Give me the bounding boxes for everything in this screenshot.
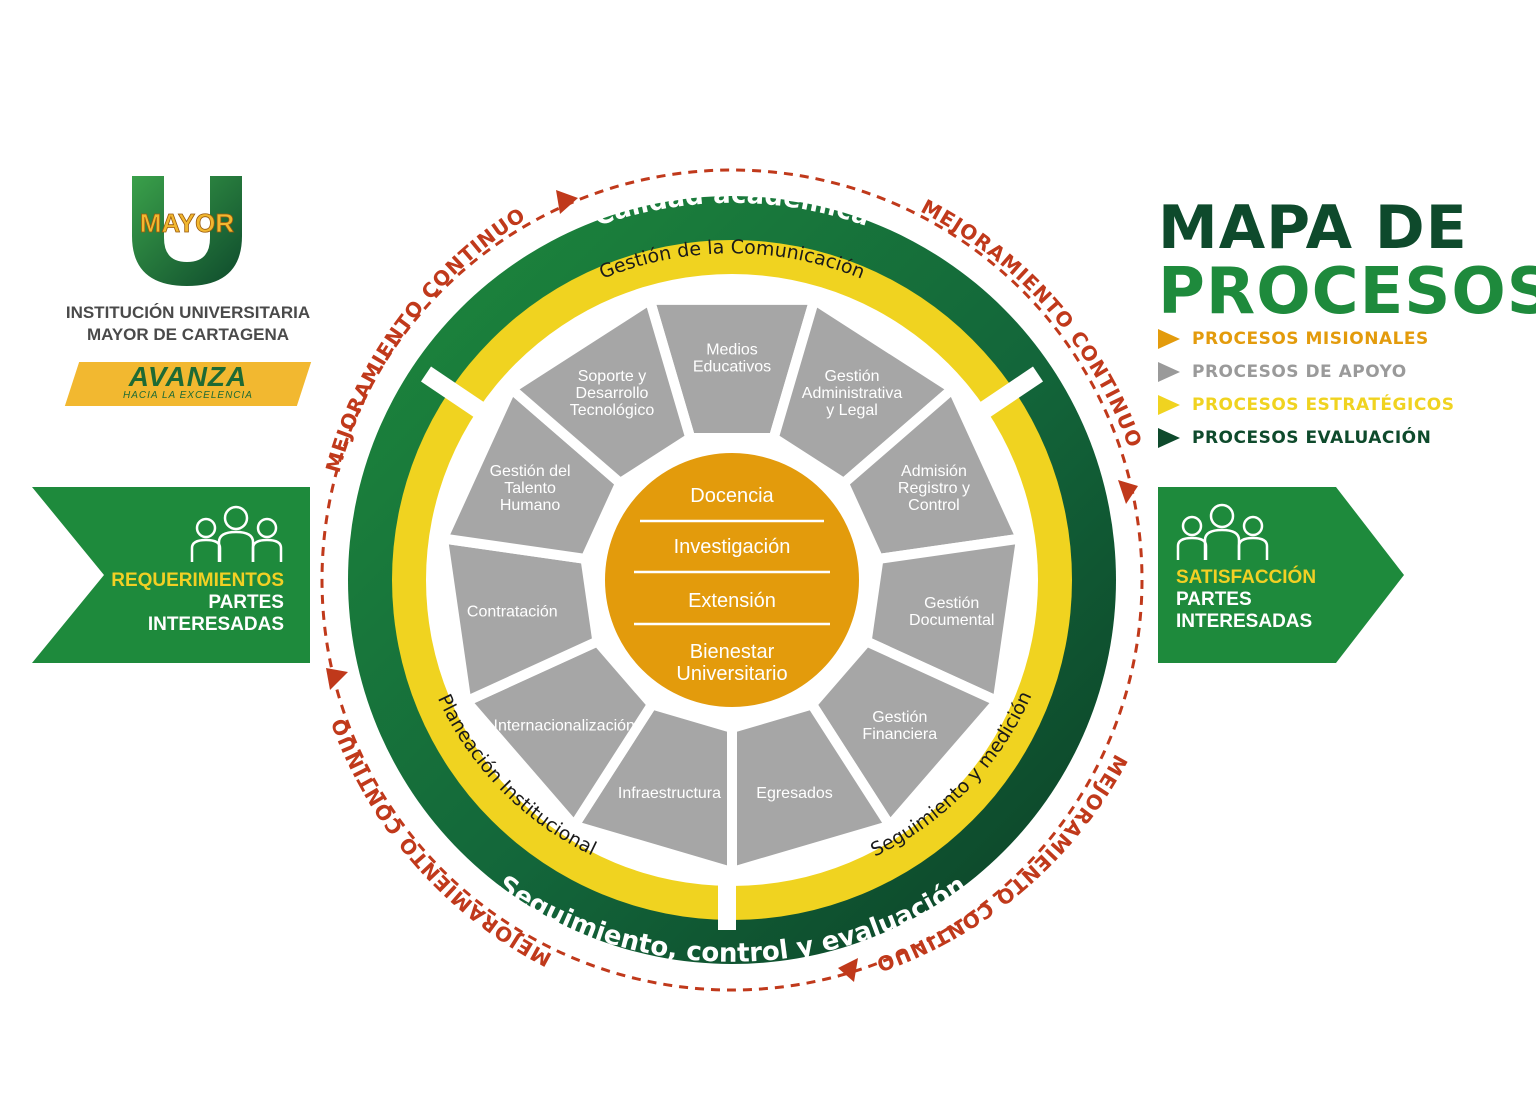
core-process-label-line: Extensión (688, 590, 776, 612)
title-line2: PROCESOS (1158, 255, 1536, 329)
support-process-label-line: y Legal (826, 402, 878, 419)
core-process-label: Docencia (690, 485, 774, 507)
institution-line2: MAYOR DE CARTAGENA (86, 325, 290, 344)
legend-item: PROCESOS MISIONALES (1158, 322, 1455, 355)
satisfaction-banner (1158, 487, 1404, 663)
support-process-label-line: Internacionalización (494, 717, 635, 734)
page-title: MAPA DE PROCESOS (1158, 196, 1536, 324)
institution-line1: INSTITUCIÓN UNIVERSITARIA (65, 303, 311, 322)
satisfaction-text: SATISFACCIÓN PARTES INTERESADAS (1176, 567, 1396, 633)
legend-label: PROCESOS DE APOYO (1192, 361, 1407, 382)
support-process-label-line: Administrativa (802, 385, 903, 402)
logo-word: MAYOR (140, 208, 235, 238)
university-logo: MAYOR (132, 176, 242, 286)
requirements-text: REQUERIMIENTOS PARTES INTERESADAS (62, 570, 284, 636)
requirements-line3: INTERESADAS (147, 614, 284, 635)
legend-triangle-icon (1158, 427, 1180, 448)
support-process-label-line: Desarrollo (576, 385, 649, 402)
core-dividers (634, 519, 830, 626)
legend-triangle-icon (1158, 361, 1180, 382)
satisfaction-line2: PARTES (1176, 589, 1252, 610)
support-process-label-line: Gestión (924, 595, 979, 612)
people-icon (190, 505, 283, 562)
cycle-arrowhead-icon (326, 190, 1138, 982)
requirements-banner (32, 487, 310, 663)
support-process-label: Internacionalización (494, 717, 635, 734)
core-process-label-line: Docencia (690, 485, 774, 507)
continuous-improvement-cycle (320, 168, 1144, 992)
legend-label: PROCESOS MISIONALES (1192, 328, 1429, 349)
support-process-label-line: Control (908, 497, 960, 514)
support-process-sector (502, 292, 697, 490)
support-process-label-line: Educativos (693, 359, 771, 376)
core-process-label: Extensión (688, 590, 776, 612)
core-process-label-line: Investigación (674, 536, 791, 558)
requirements-line2: PARTES (208, 592, 284, 613)
support-process-label-line: Contratación (467, 604, 558, 621)
support-process-label-line: Talento (504, 480, 556, 497)
support-process-label-line: Gestión (824, 368, 879, 385)
satisfaction-line3: INTERESADAS (1176, 611, 1313, 632)
institution-name: INSTITUCIÓN UNIVERSITARIA MAYOR DE CARTA… (40, 302, 336, 346)
support-process-label-line: Gestión (872, 709, 927, 726)
support-process-label: Contratación (467, 604, 558, 621)
core-process-label-line: Bienestar (690, 641, 775, 663)
support-process-label: Egresados (756, 785, 833, 802)
slogan-subtext: HACIA LA EXCELENCIA (123, 390, 253, 401)
legend-triangle-icon (1158, 328, 1180, 349)
legend: PROCESOS MISIONALES PROCESOS DE APOYO PROC… (1158, 322, 1455, 454)
support-process-label: Infraestructura (618, 785, 721, 802)
support-process-label-line: Gestión del (490, 463, 571, 480)
slogan-text: AVANZA (128, 361, 248, 392)
support-process-label-line: Soporte y (578, 368, 646, 385)
support-process-label-line: Registro y (898, 480, 970, 497)
core-process-label-line: Universitario (676, 663, 787, 685)
support-process-label-line: Humano (500, 497, 561, 514)
people-icon (1176, 503, 1269, 560)
support-process-label-line: Documental (909, 612, 994, 629)
title-line1: MAPA DE (1158, 193, 1468, 263)
support-process-label-line: Medios (706, 342, 758, 359)
legend-item: PROCESOS ESTRATÉGICOS (1158, 388, 1455, 421)
core-process-label: Investigación (674, 536, 791, 558)
legend-triangle-icon (1158, 394, 1180, 415)
legend-item: PROCESOS DE APOYO (1158, 355, 1455, 388)
legend-item: PROCESOS EVALUACIÓN (1158, 421, 1455, 454)
core-process-circle (595, 443, 869, 717)
satisfaction-line1: SATISFACCIÓN (1176, 567, 1317, 588)
support-process-label-line: Financiera (862, 726, 937, 743)
requirements-line1: REQUERIMIENTOS (111, 570, 284, 591)
legend-label: PROCESOS ESTRATÉGICOS (1192, 394, 1455, 415)
legend-label: PROCESOS EVALUACIÓN (1192, 427, 1432, 448)
support-process-label-line: Infraestructura (618, 785, 721, 802)
support-process-label-line: Tecnológico (570, 402, 655, 419)
slogan-badge: AVANZA HACIA LA EXCELENCIA (64, 361, 312, 408)
support-process-label-line: Admisión (901, 463, 967, 480)
support-process-label-line: Egresados (756, 785, 833, 802)
